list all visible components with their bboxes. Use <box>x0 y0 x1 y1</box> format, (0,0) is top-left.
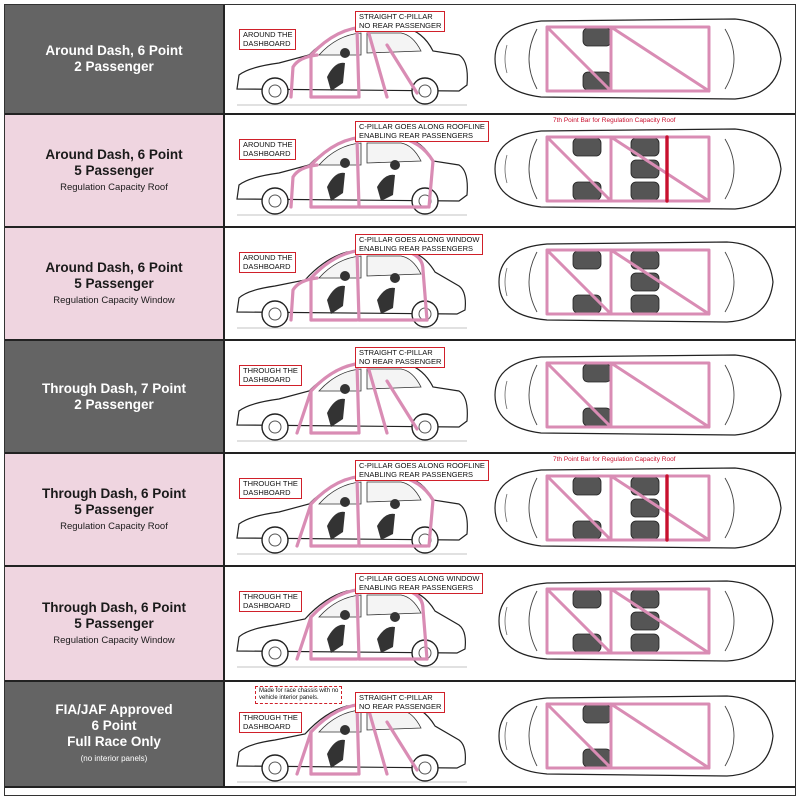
side-callout-line: ENABLING REAR PASSENGERS <box>359 582 474 592</box>
top-view-diagram: 7th Point Bar for Regulation Capacity Ro… <box>477 115 795 223</box>
side-callout-line: DASHBOARD <box>243 487 291 497</box>
top-view-diagram: 7th Point Bar for Regulation Capacity Ro… <box>477 454 795 562</box>
cage-type-line: Through Dash, 6 Point <box>42 600 186 615</box>
side-callout-line: C-PILLAR GOES ALONG WINDOW <box>359 235 480 244</box>
side-callout-line: ENABLING REAR PASSENGERS <box>359 130 474 140</box>
cage-type-line: Around Dash, 6 Point <box>45 147 183 162</box>
cage-type-line: 2 Passenger <box>74 396 154 412</box>
side-callout-line: THROUGH THE <box>243 592 298 601</box>
side-callout-line: NO REAR PASSENGER <box>359 356 442 366</box>
side-callout-line: DASHBOARD <box>243 600 291 610</box>
cage-capacity-note: Regulation Capacity Window <box>53 635 175 646</box>
extra-bar-label: 7th Point Bar for Regulation Capacity Ro… <box>553 117 676 124</box>
cage-type-line: Full Race Only <box>67 734 161 749</box>
side-callout-line: AROUND THE <box>243 30 293 39</box>
side-callout-line: THROUGH THE <box>243 366 298 375</box>
side-callout-line: C-PILLAR GOES ALONG ROOFLINE <box>359 461 485 470</box>
side-callout-line: AROUND THE <box>243 253 293 262</box>
top-view-diagram <box>477 341 795 449</box>
side-callout-line: DASHBOARD <box>243 38 291 48</box>
side-callout-line: C-PILLAR GOES ALONG WINDOW <box>359 574 480 583</box>
extra-bar-label: 7th Point Bar for Regulation Capacity Ro… <box>553 456 676 463</box>
cage-type-line: 6 Point <box>91 718 137 733</box>
side-callout-line: AROUND THE <box>243 140 293 149</box>
side-callout-line: THROUGH THE <box>243 479 298 488</box>
side-callout-line: STRAIGHT C-PILLAR <box>359 12 433 21</box>
side-callout-line: NO REAR PASSENGER <box>359 701 442 711</box>
cage-capacity-note: Regulation Capacity Window <box>53 295 175 306</box>
side-callout-line: STRAIGHT C-PILLAR <box>359 348 433 357</box>
side-callout-line: ENABLING REAR PASSENGERS <box>359 469 474 479</box>
cage-type-line: 5 Passenger <box>74 276 154 291</box>
side-callout-line: THROUGH THE <box>243 713 298 722</box>
cage-type-line: 5 Passenger <box>74 502 154 517</box>
cage-type-line: Around Dash, 6 Point <box>45 260 183 275</box>
cage-type-line: Through Dash, 7 Point <box>42 380 186 396</box>
top-view-diagram <box>477 5 795 113</box>
top-view-diagram <box>477 228 795 336</box>
top-view-diagram <box>477 567 795 675</box>
side-callout-line: DASHBOARD <box>243 374 291 384</box>
cage-type-line: 2 Passenger <box>74 59 154 74</box>
cage-type-line: 5 Passenger <box>74 163 154 178</box>
cage-type-line: Around Dash, 6 Point <box>45 43 183 58</box>
cage-type-line: Through Dash, 6 Point <box>42 486 186 501</box>
top-view-diagram <box>477 682 795 790</box>
side-callout-line: DASHBOARD <box>243 721 291 731</box>
cage-capacity-note: Regulation Capacity Roof <box>60 182 168 193</box>
cage-race-note: (no interior panels) <box>80 754 148 763</box>
side-callout-line: Made for race chassis with no <box>259 688 339 694</box>
cage-type-line: 5 Passenger <box>74 616 154 631</box>
cage-type-line: FIA/JAF Approved <box>55 702 173 717</box>
side-callout-line: DASHBOARD <box>243 261 291 271</box>
side-callout-line: C-PILLAR GOES ALONG ROOFLINE <box>359 122 485 131</box>
side-callout-line: DASHBOARD <box>243 148 291 158</box>
side-callout-line: ENABLING REAR PASSENGERS <box>359 243 474 253</box>
side-callout-line: STRAIGHT C-PILLAR <box>359 693 433 702</box>
side-callout-line: NO REAR PASSENGER <box>359 20 442 30</box>
side-callout-line: vehicle interior panels. <box>259 695 319 701</box>
cage-capacity-note: Regulation Capacity Roof <box>60 521 168 532</box>
